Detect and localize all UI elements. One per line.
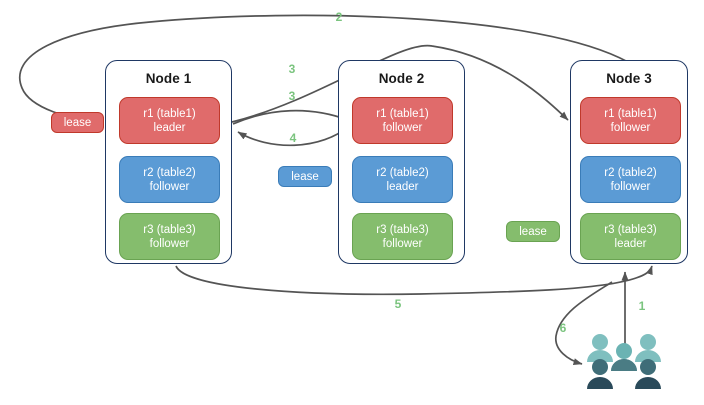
replica-name: r1 (table1) — [604, 107, 657, 120]
replica-role: follower — [382, 237, 423, 250]
replica-role: follower — [149, 237, 190, 250]
replica-card-r1[interactable]: r1 (table1) leader — [119, 97, 220, 144]
replica-card-r3[interactable]: r3 (table3) leader — [580, 213, 681, 260]
step-label-6: 6 — [559, 321, 567, 335]
node-title: Node 3 — [606, 71, 652, 86]
replica-name: r3 (table3) — [143, 223, 196, 236]
connector-step-5 — [175, 265, 653, 296]
node-container-3: Node 3 r1 (table1) follower r2 (table2) … — [570, 60, 688, 264]
replica-role: leader — [386, 180, 419, 193]
step-label-3-upper: 3 — [288, 62, 296, 76]
replica-card-r2[interactable]: r2 (table2) leader — [352, 156, 453, 203]
replica-name: r2 (table2) — [376, 166, 429, 179]
step-label-5: 5 — [394, 297, 402, 311]
replica-name: r2 (table2) — [604, 166, 657, 179]
lease-badge-r2[interactable]: lease — [278, 166, 332, 187]
replica-card-r1[interactable]: r1 (table1) follower — [352, 97, 453, 144]
step-label-1: 1 — [638, 299, 646, 313]
replica-name: r1 (table1) — [143, 107, 196, 120]
users-group-icon — [587, 334, 661, 389]
replica-name: r2 (table2) — [143, 166, 196, 179]
node-title: Node 2 — [378, 71, 425, 86]
replica-role: follower — [610, 180, 651, 193]
step-label-2: 2 — [335, 10, 343, 24]
step-label-4: 4 — [289, 131, 297, 145]
node-container-1: Node 1 r1 (table1) leader r2 (table2) fo… — [105, 60, 232, 264]
replica-role: follower — [149, 180, 190, 193]
replica-role: leader — [153, 121, 186, 134]
lease-badge-r1[interactable]: lease — [51, 112, 104, 133]
replica-role: leader — [614, 237, 647, 250]
replica-card-r3[interactable]: r3 (table3) follower — [352, 213, 453, 260]
node-title: Node 1 — [145, 71, 192, 86]
replica-card-r2[interactable]: r2 (table2) follower — [580, 156, 681, 203]
replica-card-r2[interactable]: r2 (table2) follower — [119, 156, 220, 203]
replica-card-r3[interactable]: r3 (table3) follower — [119, 213, 220, 260]
replica-name: r3 (table3) — [376, 223, 429, 236]
step-label-3-lower: 3 — [288, 89, 296, 103]
connector-step-3-lower — [232, 109, 349, 125]
replica-name: r3 (table3) — [604, 223, 657, 236]
replica-card-r1[interactable]: r1 (table1) follower — [580, 97, 681, 144]
replica-role: follower — [382, 121, 423, 134]
replica-role: follower — [610, 121, 651, 134]
replica-name: r1 (table1) — [376, 107, 429, 120]
node-container-2: Node 2 r1 (table1) follower r2 (table2) … — [338, 60, 465, 264]
lease-badge-r3[interactable]: lease — [506, 221, 560, 242]
